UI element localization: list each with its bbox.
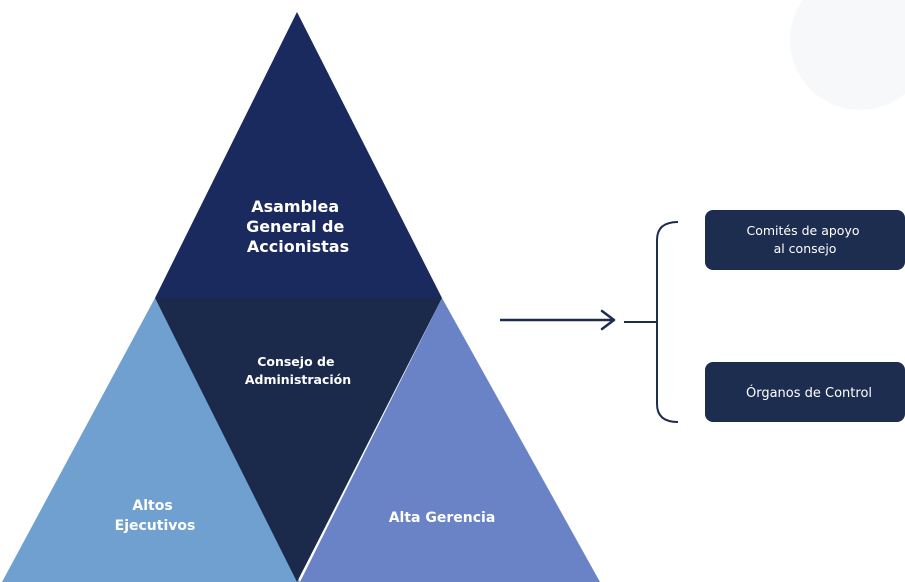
arrow-head-icon	[600, 309, 616, 331]
support-box-comites-label: Comités de apoyo al consejo	[747, 223, 864, 256]
top-triangle-label: Asamblea General de Accionistas	[246, 197, 350, 256]
top-triangle	[155, 12, 442, 298]
comites-line-1: Comités de apoyo	[747, 223, 860, 238]
left-label-line-1: Altos	[132, 498, 172, 514]
support-box-comites	[705, 210, 905, 270]
top-label-line-2: General de	[246, 217, 344, 236]
center-inverted-triangle	[155, 298, 442, 582]
top-label-line-3: Accionistas	[247, 237, 349, 256]
organos-line-1: Órganos de Control	[746, 385, 872, 401]
center-triangle-label: Consejo de Administración	[245, 354, 351, 387]
right-triangle-label: Alta Gerencia	[389, 510, 496, 526]
left-triangle-label: Altos Ejecutivos	[115, 498, 196, 534]
right-label-line-1: Alta Gerencia	[389, 510, 496, 526]
support-box-organos-label: Órganos de Control	[746, 385, 872, 401]
left-label-line-2: Ejecutivos	[115, 518, 196, 534]
comites-line-2: al consejo	[774, 241, 837, 256]
support-box-organos	[705, 362, 905, 422]
watermark-circle	[790, 0, 905, 110]
left-triangle	[2, 298, 300, 582]
center-label-line-1: Consejo de	[257, 354, 334, 369]
bracket-icon	[656, 221, 679, 423]
right-triangle	[300, 298, 600, 582]
center-label-line-2: Administración	[245, 372, 351, 387]
top-label-line-1: Asamblea	[251, 197, 339, 216]
